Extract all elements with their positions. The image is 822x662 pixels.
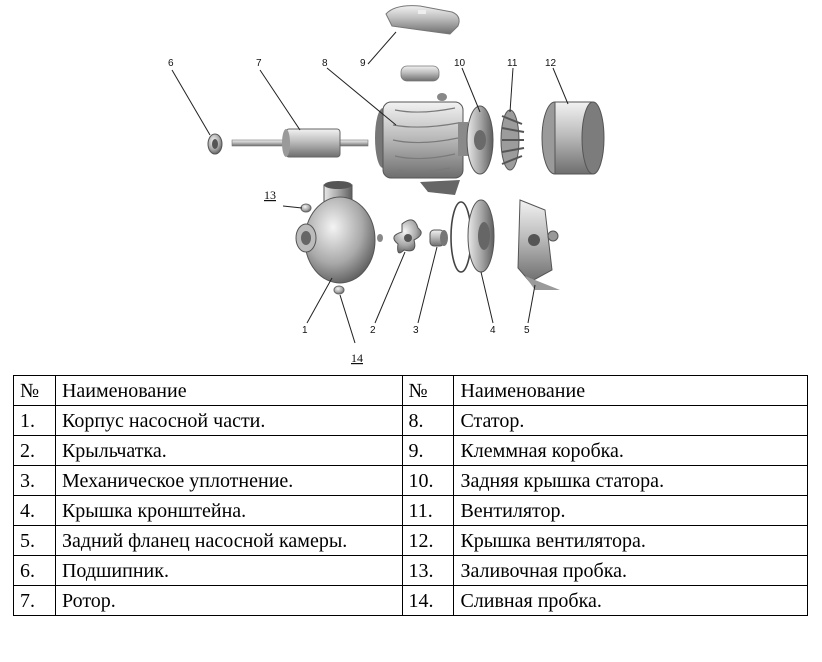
terminal-box-part [385,5,460,35]
mechanical-seal-part [429,229,448,247]
part-number: 5. [13,525,56,556]
part-name: Вентилятор. [453,495,808,526]
table-row: 6. Подшипник. 13. Заливочная пробка. [13,555,808,586]
part-name: Ротор. [54,585,403,616]
part-name: Крыльчатка. [54,435,403,466]
callout-5: 5 [524,325,530,336]
part-name: Задний фланец насосной камеры. [54,525,403,556]
callout-6: 6 [168,58,174,69]
leader-lines [171,31,569,344]
table-row: 2. Крыльчатка. 9. Клеммная коробка. [13,435,808,466]
table-row: 3. Механическое уплотнение. 10. Задняя к… [13,465,808,496]
part-number: 6. [13,555,56,586]
part-number: 4. [13,495,56,526]
drain-plug-part [333,285,345,295]
callout-8: 8 [322,58,328,69]
capacitor-part [400,65,447,101]
callout-10: 10 [454,58,466,69]
callout-3: 3 [413,325,419,336]
part-number: 11. [401,495,455,526]
spacer-part [377,234,383,242]
part-name: Клеммная коробка. [453,435,808,466]
header-name: Наименование [54,375,403,406]
header-number: № [13,375,56,406]
table-header-row: № Наименование № Наименование [13,375,808,406]
table-row: 7. Ротор. 14. Сливная пробка. [13,585,808,616]
bracket-cover-part [467,199,495,273]
fan-cover-part [541,101,605,175]
callout-9: 9 [360,58,366,69]
callout-14: 14 [351,351,363,365]
callout-2: 2 [370,325,376,336]
bearing-part [207,133,223,155]
part-number: 3. [13,465,56,496]
rear-stator-cover-part [466,105,494,175]
part-number: 13. [401,555,455,586]
stator-part [375,101,468,195]
filler-plug-part [300,203,312,213]
part-number: 14. [401,585,455,616]
part-name: Задняя крышка статора. [453,465,808,496]
part-name: Крышка кронштейна. [54,495,403,526]
part-number: 7. [13,585,56,616]
part-name: Статор. [453,405,808,436]
part-name: Механическое уплотнение. [54,465,403,496]
callout-1: 1 [302,325,308,336]
rotor-part [231,128,369,158]
callout-12: 12 [545,58,557,69]
callout-4: 4 [490,325,496,336]
callout-13: 13 [264,188,276,202]
rear-flange-part [517,199,560,290]
part-number: 9. [401,435,455,466]
fan-part [500,109,525,171]
callout-11: 11 [507,58,518,69]
header-number: № [401,375,455,406]
table-row: 1. Корпус насосной части. 8. Статор. [13,405,808,436]
impeller-part [393,219,422,254]
part-name: Сливная пробка. [453,585,808,616]
exploded-pump-diagram: 6 7 8 9 10 11 12 13 1 2 3 4 5 14 [168,5,605,365]
part-name: Заливочная пробка. [453,555,808,586]
parts-table: № Наименование № Наименование 1. Корпус … [13,375,808,616]
callout-7: 7 [256,58,262,69]
table-row: 5. Задний фланец насосной камеры. 12. Кр… [13,525,808,556]
pump-body-part [295,181,376,284]
part-number: 8. [401,405,455,436]
part-number: 12. [401,525,455,556]
table-row: 4. Крышка кронштейна. 11. Вентилятор. [13,495,808,526]
part-name: Корпус насосной части. [54,405,403,436]
part-name: Крышка вентилятора. [453,525,808,556]
header-name: Наименование [453,375,808,406]
part-number: 1. [13,405,56,436]
part-number: 10. [401,465,455,496]
part-number: 2. [13,435,56,466]
part-name: Подшипник. [54,555,403,586]
